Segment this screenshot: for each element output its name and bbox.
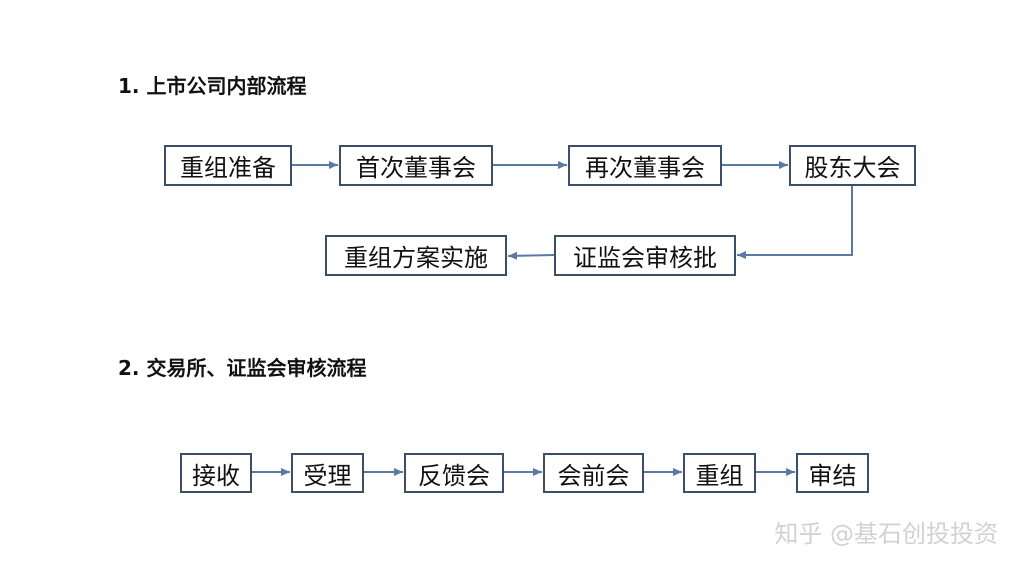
section-2-title: 2. 交易所、证监会审核流程	[118, 356, 367, 380]
node-conclusion: 审结	[796, 453, 869, 493]
node-csrc-approval: 证监会审核批	[554, 235, 736, 276]
arrow-shareholders-to-csrc	[737, 186, 853, 259]
arrow-csrc-to-implementation	[507, 251, 555, 260]
watermark: 知乎 @基石创投投资	[774, 520, 998, 548]
node-second-board-meeting: 再次董事会	[568, 145, 722, 186]
node-receive: 接收	[180, 453, 252, 493]
section-1-title: 1. 上市公司内部流程	[118, 74, 307, 98]
node-first-board-meeting: 首次董事会	[339, 145, 493, 186]
node-reorg-implementation: 重组方案实施	[325, 235, 507, 276]
node-reorg-prep: 重组准备	[164, 145, 292, 186]
node-feedback-meeting: 反馈会	[404, 453, 504, 493]
node-pre-meeting: 会前会	[543, 453, 644, 493]
node-reorg: 重组	[683, 453, 756, 493]
node-shareholders-meeting: 股东大会	[789, 145, 916, 186]
node-accept: 受理	[291, 453, 364, 493]
